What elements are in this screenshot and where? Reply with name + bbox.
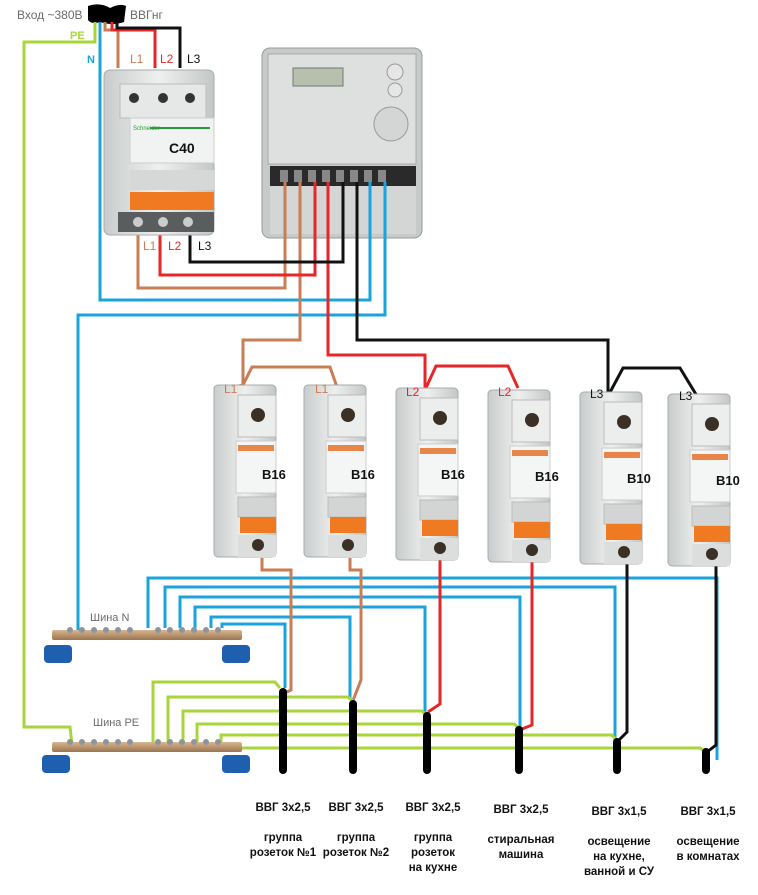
breaker-2-phase: L1 [315,382,329,396]
breaker-6-phase: L3 [679,389,693,403]
breaker-1-phase: L1 [224,382,238,396]
main-breaker: Schneider [103,69,215,236]
busbar-pe-label: Шина PE [93,717,140,729]
circuit-5-desc: освещение на кухне, ванной и СУ [583,836,655,878]
breakers [213,384,731,567]
input-cable [88,4,126,25]
circuit-1-cable: ВВГ 3х2,5 [255,802,311,814]
breaker-1 [213,384,277,558]
circuit-5-cable: ВВГ 3х1,5 [591,806,647,818]
circuit-6-caption: ВВГ 3х1,5 освещение в комнатах [658,790,758,880]
circuit-2-caption: ВВГ 3х2,5 группа розеток №2 [306,786,406,876]
breaker-6 [667,393,731,567]
circuit-2-desc: группа розеток №2 [322,832,390,859]
main-l3-in-label: L3 [187,52,201,66]
pe-wires [22,22,97,746]
main-l1-out-label: L1 [143,239,157,253]
circuit-4-cable: ВВГ 3х2,5 [493,804,549,816]
breaker-2-rating: B16 [351,467,375,482]
breaker-1-rating: B16 [262,467,286,482]
circuit-6-cable: ВВГ 3х1,5 [680,806,736,818]
busbar-pe [42,739,250,773]
breaker-3-rating: B16 [441,467,465,482]
electricity-meter [261,47,423,239]
breaker-5-rating: B10 [627,471,651,486]
breaker-4 [487,389,551,563]
circuit-4-caption: ВВГ 3х2,5 стиральная машина [471,788,571,878]
input-label: Вход ~380В [17,8,83,22]
circuit-2-cable: ВВГ 3х2,5 [328,802,384,814]
circuit-3-caption: ВВГ 3х2,5 группа розеток на кухне [383,786,483,891]
breaker-4-rating: B16 [535,469,559,484]
busbar-n-label: Шина N [90,612,130,624]
breaker-4-phase: L2 [498,385,512,399]
breaker-5 [579,391,643,565]
circuit-6-desc: освещение в комнатах [676,836,740,863]
circuit-4-desc: стиральная машина [487,834,555,861]
wiring-diagram: Schneider [22,4,731,774]
breaker-6-rating: B10 [716,473,740,488]
circuit-1-desc: группа розеток №1 [249,832,317,859]
circuit-1-caption: ВВГ 3х2,5 группа розеток №1 [233,786,333,876]
pe-label: PE [70,30,85,42]
busbar-n [44,627,250,663]
breaker-3-phase: L2 [406,385,420,399]
main-l3-out-label: L3 [198,239,212,253]
main-l2-in-label: L2 [160,52,174,66]
breaker-3 [395,387,459,561]
breaker-2 [303,384,367,558]
n-wires [76,22,719,760]
cable-ends [279,688,710,774]
circuit-5-caption: ВВГ 3х1,5 освещение на кухне, ванной и С… [569,790,669,895]
n-label: N [87,54,95,66]
circuit-3-cable: ВВГ 3х2,5 [405,802,461,814]
circuit-3-desc: группа розеток на кухне [408,832,458,874]
main-l2-out-label: L2 [168,239,182,253]
breaker-5-phase: L3 [590,387,604,401]
svg-text:Schneider: Schneider [133,126,160,132]
meter-terminal-wires [283,182,387,240]
main-breaker-rating: C40 [169,140,195,156]
input-cable-label: ВВГнг [130,8,163,22]
main-l1-in-label: L1 [130,52,144,66]
